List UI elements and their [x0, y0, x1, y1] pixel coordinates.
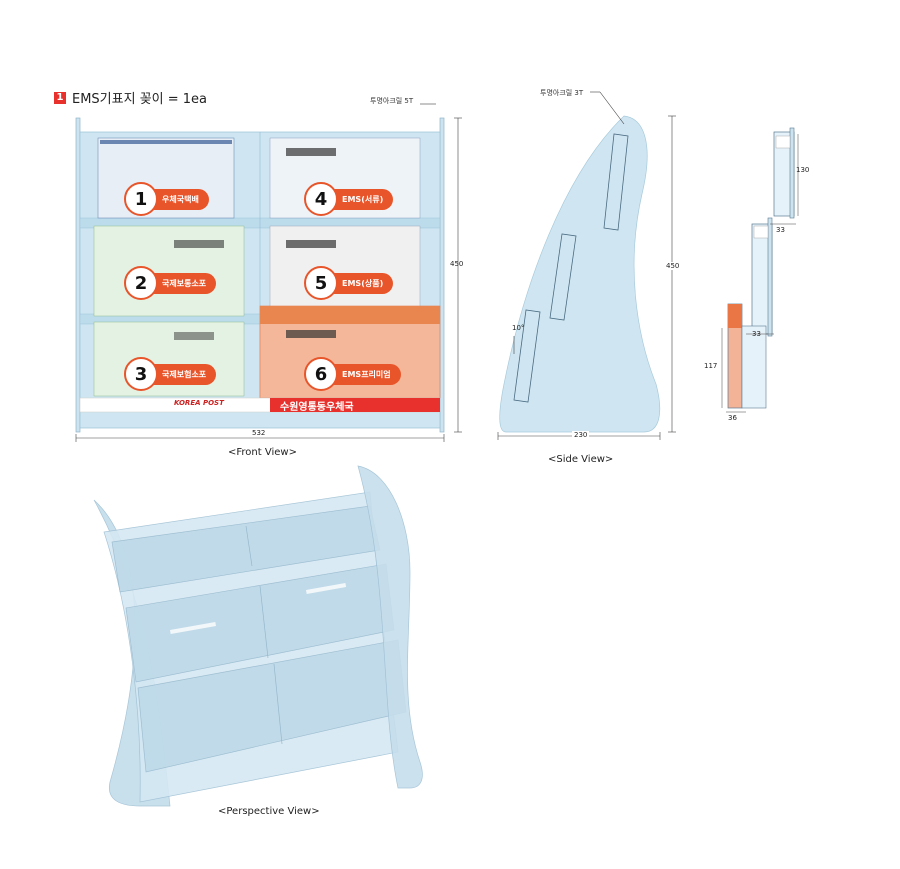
perspective-view-caption: <Perspective View>: [218, 806, 320, 817]
perspective-view: [80, 462, 440, 822]
front-view: 1 우체국택배 2 국제보통소포 3 국제보험소포 4 EMS(서류) 5 EM…: [74, 97, 474, 460]
pocket-badge-6: 6 EMS프리미엄: [304, 357, 401, 391]
pocket-number: 2: [124, 266, 158, 300]
section-title-text: EMS기표지 꽂이 = 1ea: [72, 92, 208, 107]
detail-top-depth: 33: [776, 226, 785, 234]
side-view-caption: <Side View>: [548, 454, 614, 465]
pocket-number: 1: [124, 182, 158, 216]
detail-bottom-depth: 36: [728, 414, 737, 422]
front-width-dim: 532: [250, 429, 268, 437]
detail-view-drawing: [721, 127, 799, 413]
side-width-dim: 230: [572, 431, 590, 439]
pocket-number: 4: [304, 182, 338, 216]
side-view: 투명아크릴 3T 450 230 10°: [494, 84, 694, 454]
section-number: 1: [54, 91, 66, 104]
pocket-label: EMS(서류): [324, 188, 394, 210]
side-height-dim: 450: [666, 262, 680, 270]
pocket-number: 5: [304, 266, 338, 300]
pocket-badge-3: 3 국제보험소포: [124, 357, 217, 391]
section-title: 1 EMS기표지 꽂이 = 1ea: [54, 88, 207, 107]
perspective-drawing: [93, 465, 423, 807]
pocket-label: EMS프리미엄: [324, 363, 401, 385]
pocket-number: 3: [124, 357, 158, 391]
korea-post-logo: KOREA POST: [174, 399, 224, 407]
post-office-name: 수원영통동우체국: [280, 402, 354, 413]
pocket-badge-4: 4 EMS(서류): [304, 182, 394, 216]
front-material-note: 투명아크릴 5T: [370, 97, 414, 105]
pocket-label: 국제보통소포: [144, 272, 217, 294]
pocket-badge-1: 1 우체국택배: [124, 182, 209, 216]
pocket-label: 우체국택배: [144, 188, 209, 210]
side-material-note: 투명아크릴 3T: [540, 89, 584, 97]
front-view-caption: <Front View>: [228, 447, 297, 458]
detail-view: 130 33 33 117 36: [700, 120, 820, 430]
side-view-drawing: [497, 91, 676, 440]
pocket-number: 6: [304, 357, 338, 391]
pocket-label: EMS(상품): [324, 272, 394, 294]
pocket-label: 국제보험소포: [144, 363, 217, 385]
front-height-dim: 450: [450, 260, 464, 268]
detail-mid-depth: 33: [752, 330, 761, 338]
side-angle: 10°: [512, 324, 525, 332]
pocket-badge-2: 2 국제보통소포: [124, 266, 217, 300]
detail-bottom-height: 117: [704, 362, 718, 370]
pocket-badge-5: 5 EMS(상품): [304, 266, 394, 300]
detail-top-height: 130: [796, 166, 810, 174]
